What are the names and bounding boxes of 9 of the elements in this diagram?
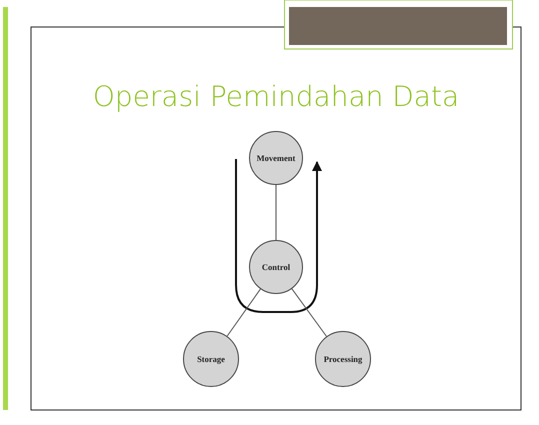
node-circle [249, 240, 303, 294]
connector-line [291, 288, 328, 337]
node-label: Storage [197, 354, 225, 364]
slide-title: Operasi Pemindahan Data [92, 80, 460, 113]
connector-line [226, 288, 261, 337]
node-circle [249, 131, 303, 185]
node-label: Processing [324, 354, 362, 364]
node-label: Movement [256, 153, 296, 163]
node-label: Control [262, 262, 290, 272]
